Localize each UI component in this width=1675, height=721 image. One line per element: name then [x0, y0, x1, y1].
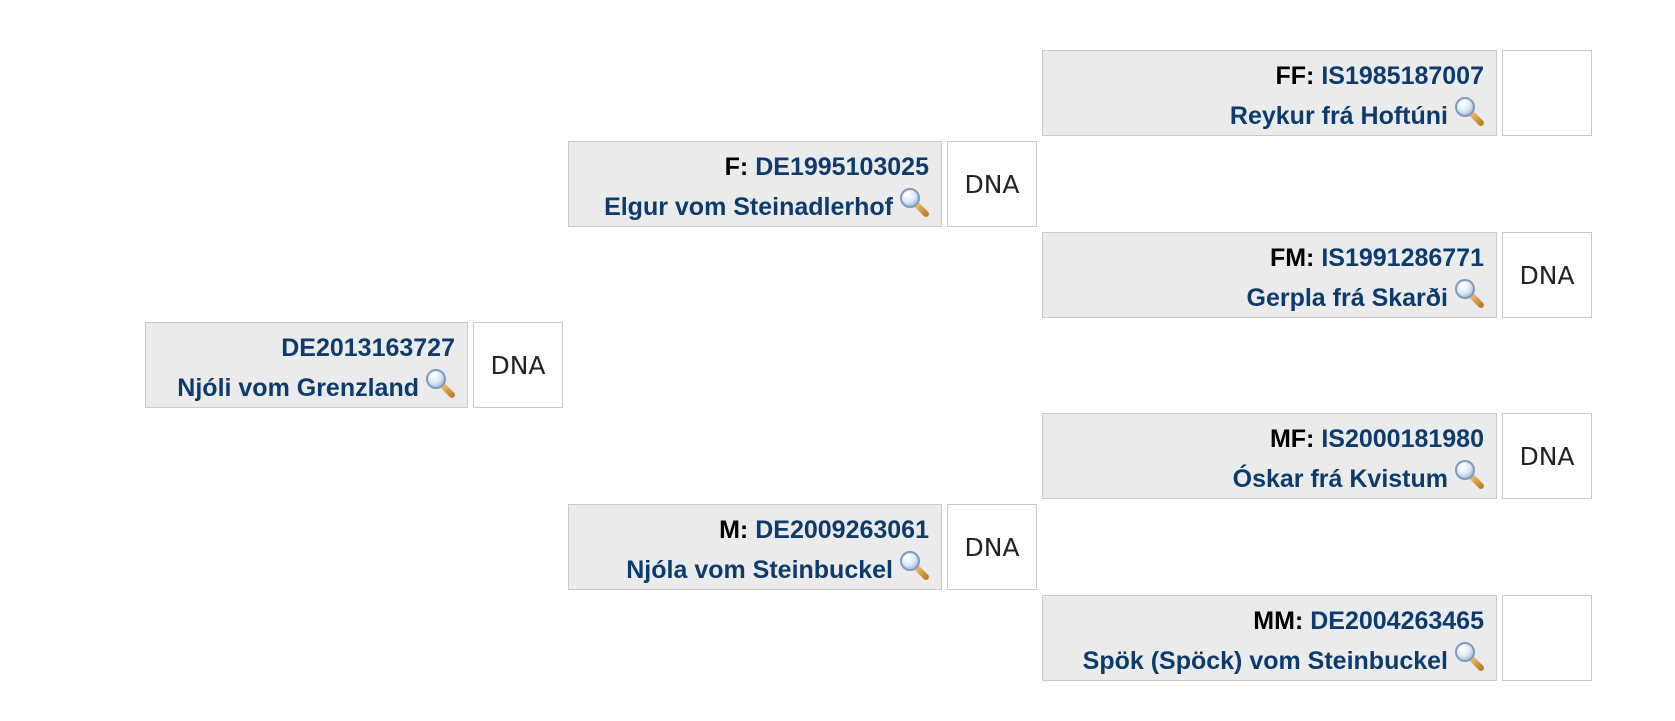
- maternal-grandfather-box: MF: IS2000181980 Óskar frá Kvistum: [1042, 413, 1497, 499]
- magnifier-icon[interactable]: [1454, 96, 1484, 126]
- fm-label: FM:: [1269, 244, 1315, 272]
- father-label: F:: [724, 153, 749, 181]
- subject-reg-link[interactable]: DE2013163727: [281, 334, 455, 362]
- mm-reg-link[interactable]: DE2004263465: [1310, 607, 1484, 635]
- ff-label: FF:: [1275, 62, 1315, 90]
- magnifier-icon[interactable]: [1454, 278, 1484, 308]
- ff-dna-box-empty: [1502, 50, 1592, 136]
- mother-name-link[interactable]: Njóla vom Steinbuckel: [626, 556, 893, 584]
- fm-name-link[interactable]: Gerpla frá Skarði: [1246, 284, 1448, 312]
- mf-name-line: Óskar frá Kvistum: [1053, 459, 1484, 499]
- father-reg-link[interactable]: DE1995103025: [755, 153, 929, 181]
- subject-reg-line: DE2013163727: [156, 329, 455, 368]
- father-horse-box: F: DE1995103025 Elgur vom Steinadlerhof: [568, 141, 942, 227]
- ff-reg-line: FF: IS1985187007: [1053, 57, 1485, 96]
- subject-name-link[interactable]: Njóli vom Grenzland: [177, 374, 419, 402]
- mm-reg-line: MM: DE2004263465: [1053, 602, 1484, 641]
- mf-dna-button[interactable]: DNA: [1502, 413, 1592, 499]
- fm-dna-button[interactable]: DNA: [1502, 232, 1592, 318]
- paternal-grandfather-box: FF: IS1985187007 Reykur frá Hoftúni: [1042, 50, 1497, 136]
- ff-reg-link[interactable]: IS1985187007: [1321, 62, 1484, 90]
- ff-name-link[interactable]: Reykur frá Hoftúni: [1229, 102, 1448, 130]
- mf-reg-line: MF: IS2000181980: [1053, 420, 1484, 459]
- mother-dna-button[interactable]: DNA: [947, 504, 1037, 590]
- mother-name-line: Njóla vom Steinbuckel: [579, 550, 929, 590]
- magnifier-icon[interactable]: [899, 550, 929, 580]
- mf-label: MF:: [1269, 425, 1315, 453]
- mm-name-line: Spök (Spöck) vom Steinbuckel: [1053, 641, 1484, 681]
- mf-name-link[interactable]: Óskar frá Kvistum: [1232, 465, 1448, 493]
- ff-name-line: Reykur frá Hoftúni: [1053, 96, 1484, 136]
- mother-label: M:: [719, 516, 749, 544]
- fm-reg-line: FM: IS1991286771: [1053, 239, 1484, 278]
- mf-reg-link[interactable]: IS2000181980: [1321, 425, 1484, 453]
- mm-label: MM:: [1253, 607, 1304, 635]
- father-name-line: Elgur vom Steinadlerhof: [579, 187, 929, 227]
- mm-dna-box-empty: [1502, 595, 1592, 681]
- maternal-grandmother-box: MM: DE2004263465 Spök (Spöck) vom Steinb…: [1042, 595, 1497, 681]
- mm-name-link[interactable]: Spök (Spöck) vom Steinbuckel: [1082, 647, 1448, 675]
- paternal-grandmother-box: FM: IS1991286771 Gerpla frá Skarði: [1042, 232, 1497, 318]
- magnifier-icon[interactable]: [899, 187, 929, 217]
- father-name-link[interactable]: Elgur vom Steinadlerhof: [604, 193, 893, 221]
- fm-reg-link[interactable]: IS1991286771: [1321, 244, 1484, 272]
- fm-name-line: Gerpla frá Skarði: [1053, 278, 1484, 318]
- subject-name-line: Njóli vom Grenzland: [156, 368, 455, 408]
- subject-horse-box: DE2013163727 Njóli vom Grenzland: [145, 322, 468, 408]
- magnifier-icon[interactable]: [425, 368, 455, 398]
- magnifier-icon[interactable]: [1454, 459, 1484, 489]
- mother-horse-box: M: DE2009263061 Njóla vom Steinbuckel: [568, 504, 942, 590]
- father-reg-line: F: DE1995103025: [579, 148, 929, 187]
- mother-reg-line: M: DE2009263061: [579, 511, 929, 550]
- father-dna-button[interactable]: DNA: [947, 141, 1037, 227]
- subject-dna-button[interactable]: DNA: [473, 322, 563, 408]
- magnifier-icon[interactable]: [1454, 641, 1484, 671]
- mother-reg-link[interactable]: DE2009263061: [755, 516, 929, 544]
